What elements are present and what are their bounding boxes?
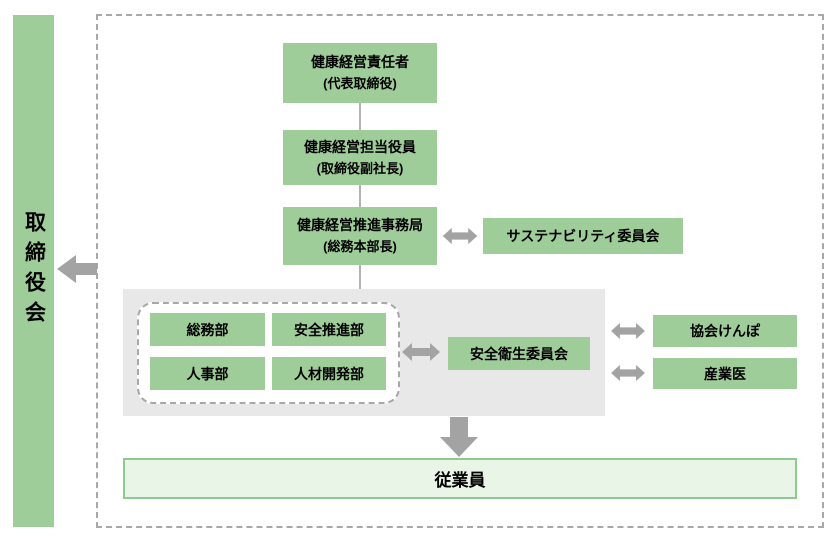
health-officer-subtitle: (取締役副社長) [316, 160, 404, 176]
bidirectional-arrow-icon [442, 227, 478, 245]
connector-line [359, 103, 361, 130]
bidirectional-arrow-icon [402, 343, 440, 361]
safety-promotion-dept-label: 安全推進部 [294, 321, 364, 338]
chief-health-officer-box: 健康経営責任者 (代表取締役) [283, 43, 437, 103]
hr-development-dept-label: 人材開発部 [294, 365, 364, 382]
hr-dept-label: 人事部 [186, 365, 229, 382]
employees-box: 従業員 [123, 458, 797, 499]
safety-promotion-dept-box: 安全推進部 [272, 313, 386, 346]
arrow-to-board-icon [57, 255, 97, 283]
occupational-physician-box: 産業医 [653, 358, 797, 389]
sustainability-committee-label: サステナビリティ委員会 [506, 228, 660, 244]
general-affairs-dept-box: 総務部 [150, 313, 265, 346]
general-affairs-dept-label: 総務部 [186, 321, 229, 338]
company-boundary [96, 14, 824, 528]
employees-label: 従業員 [434, 471, 486, 490]
bidirectional-arrow-icon [611, 364, 645, 382]
health-officer-box: 健康経営担当役員 (取締役副社長) [283, 130, 437, 185]
bidirectional-arrow-icon [611, 322, 645, 340]
hr-dept-box: 人事部 [150, 357, 265, 390]
health-officer-title: 健康経営担当役員 [304, 138, 416, 155]
chief-health-officer-subtitle: (代表取締役) [323, 76, 397, 92]
connector-line [359, 185, 361, 207]
connector-line [359, 265, 361, 289]
board-of-directors-bar: 取締役会 [13, 15, 54, 527]
hr-development-dept-box: 人材開発部 [272, 357, 386, 390]
health-promotion-office-box: 健康経営推進事務局 (総務本部長) [283, 207, 437, 265]
safety-health-committee-label: 安全衛生委員会 [470, 345, 568, 362]
down-arrow-icon [440, 417, 478, 457]
chief-health-officer-title: 健康経営責任者 [311, 54, 409, 71]
kyokai-kenpo-label: 協会けんぽ [690, 323, 760, 339]
sustainability-committee-box: サステナビリティ委員会 [483, 218, 683, 254]
occupational-physician-label: 産業医 [704, 365, 746, 382]
board-of-directors-label: 取締役会 [22, 211, 46, 331]
health-promotion-office-title: 健康経営推進事務局 [297, 217, 423, 234]
safety-health-committee-box: 安全衛生委員会 [448, 337, 590, 370]
health-promotion-office-subtitle: (総務本部長) [323, 239, 397, 255]
kyokai-kenpo-box: 協会けんぽ [653, 315, 797, 347]
